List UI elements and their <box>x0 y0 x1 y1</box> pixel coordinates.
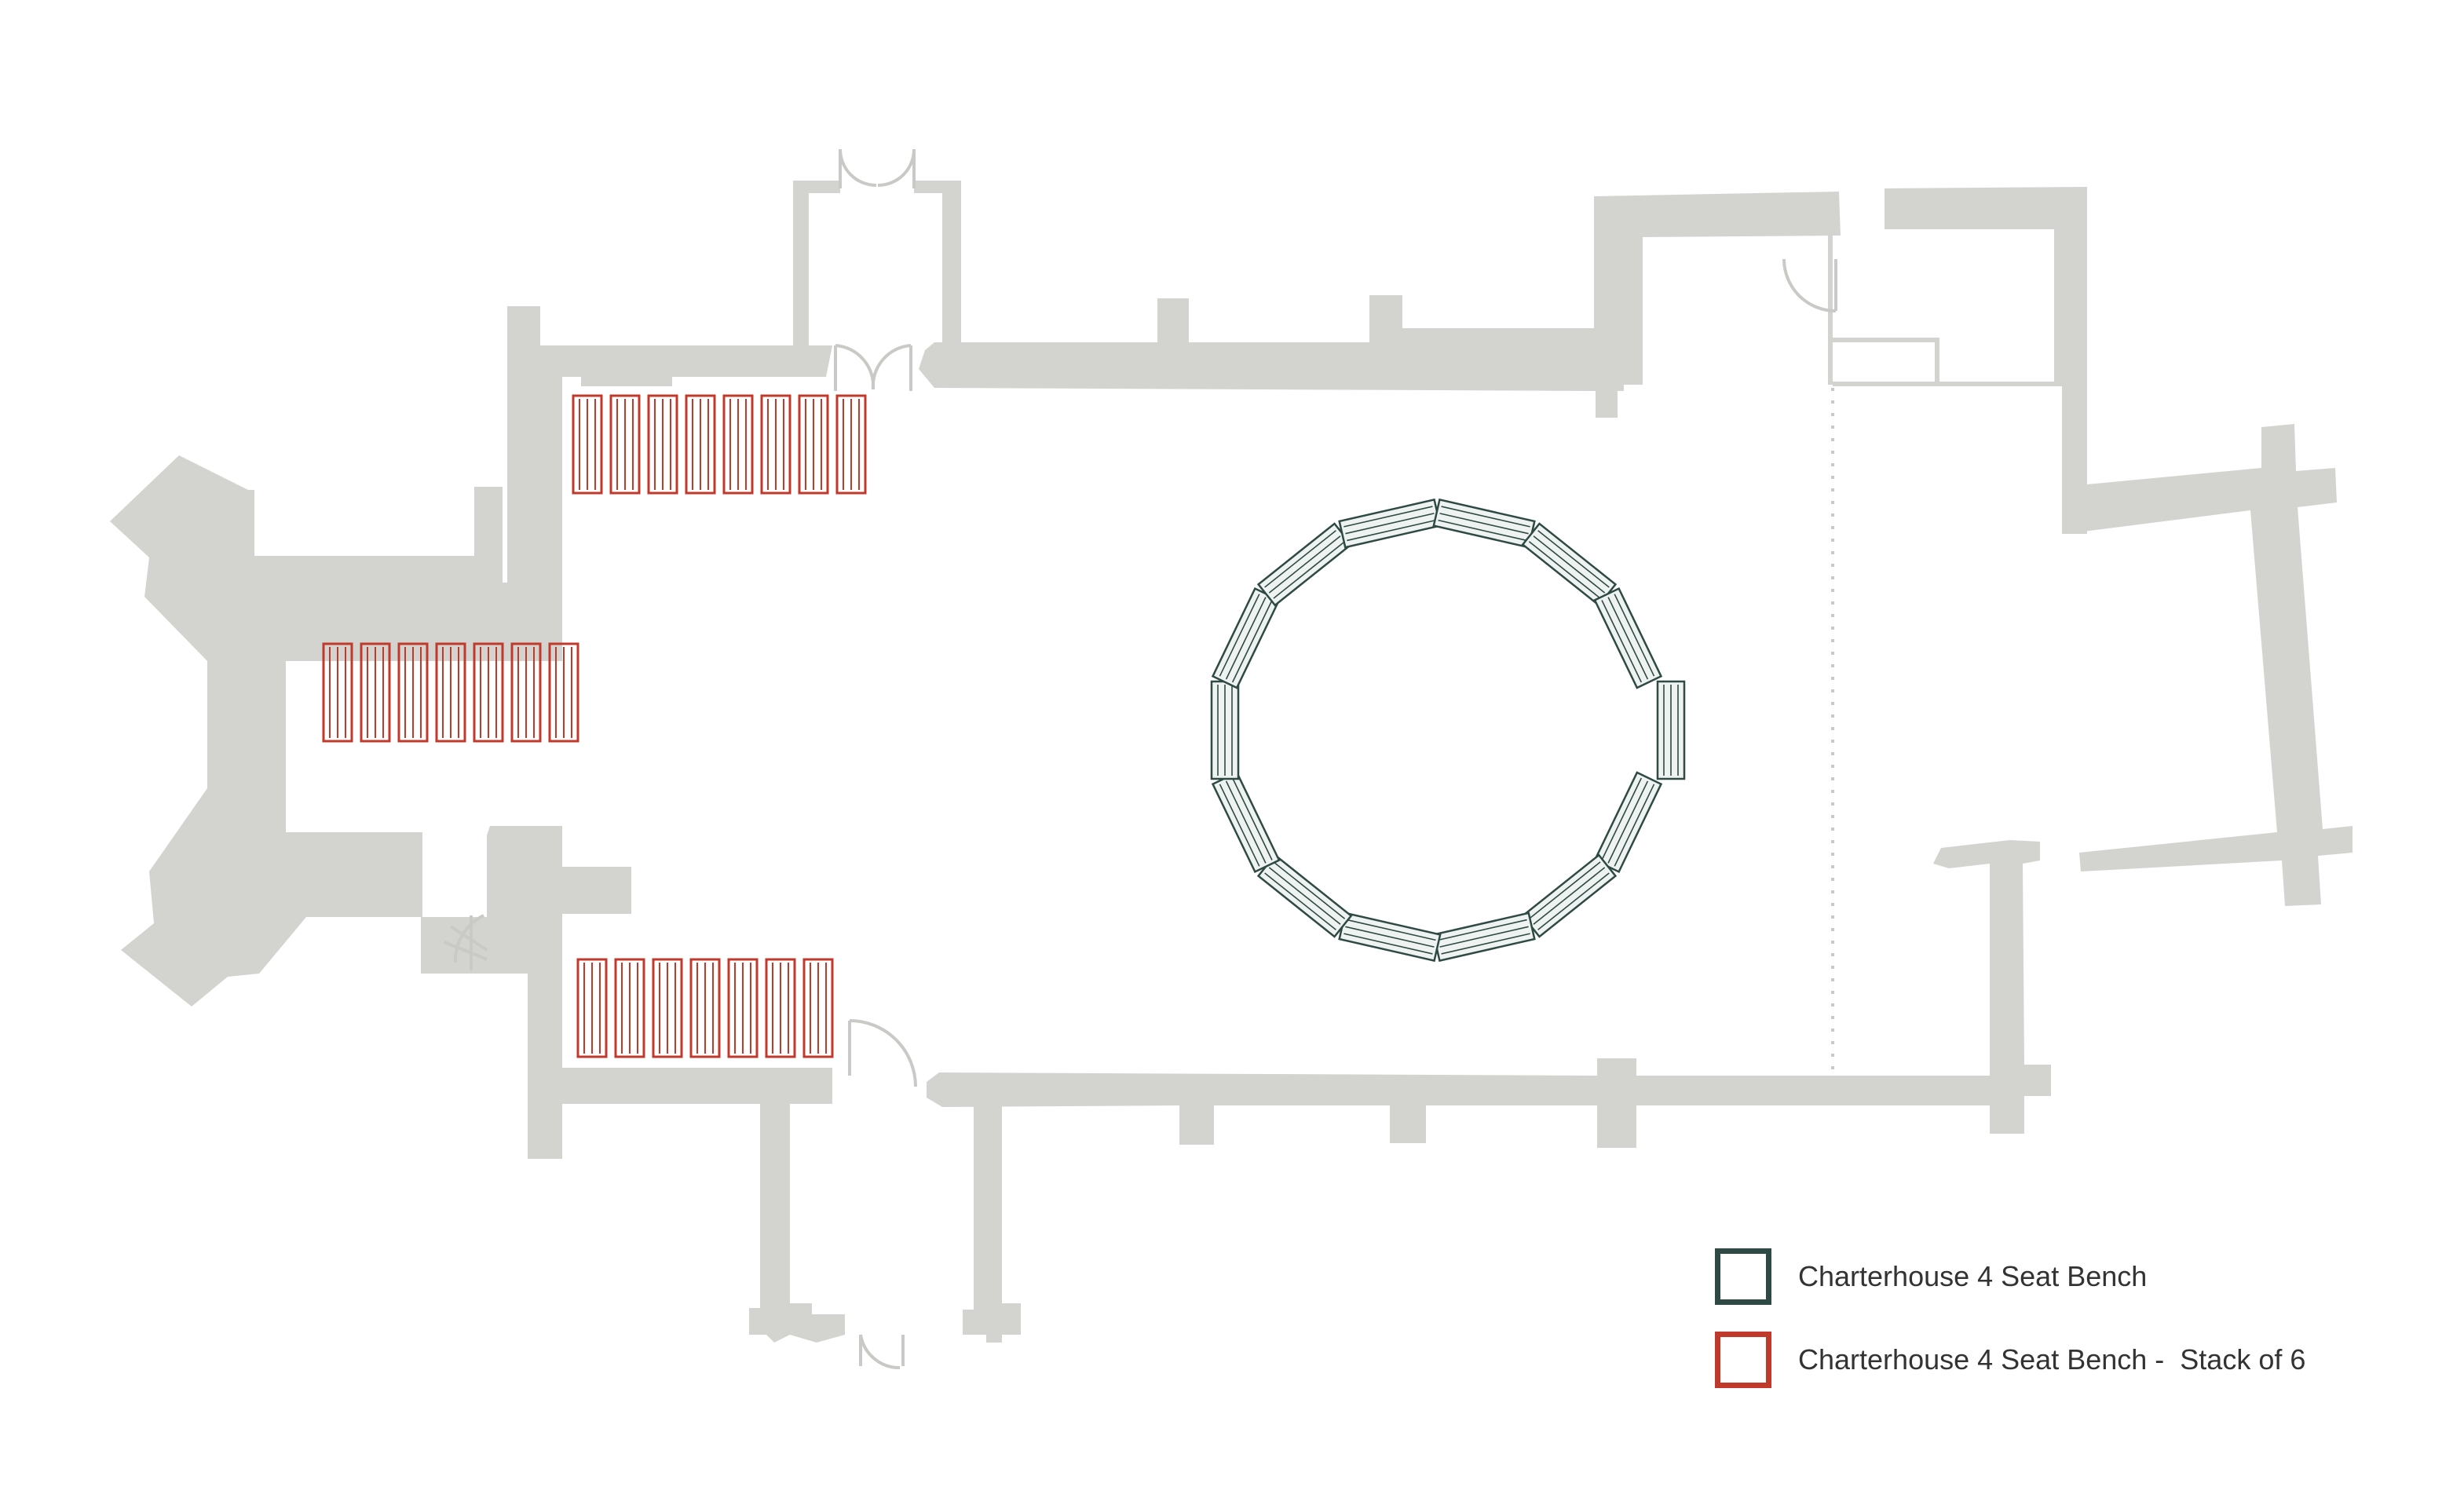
stacked-bench <box>510 642 542 743</box>
north-nave-wall <box>919 295 1624 418</box>
walls <box>110 181 2352 1343</box>
south-west-wall <box>421 826 832 1159</box>
bench-circle <box>1210 498 1686 963</box>
stacked-bench <box>548 642 579 743</box>
single-bench <box>1211 586 1281 689</box>
stacked-bench <box>835 394 867 495</box>
stacked-bench <box>802 958 834 1058</box>
east-chancel-north <box>2062 424 2352 906</box>
north-door-right-leaf <box>871 344 912 391</box>
stacked-bench <box>435 642 466 743</box>
north-west-wall <box>507 306 832 661</box>
single-bench <box>1432 912 1536 963</box>
stacked-bench <box>609 394 641 495</box>
stacked-bench <box>727 958 759 1058</box>
north-east-block <box>1885 187 2087 534</box>
doors <box>444 148 1837 1370</box>
single-bench <box>1211 771 1281 874</box>
legend-item-stack: Charterhouse 4 Seat Bench - Stack of 6 <box>1715 1328 2305 1391</box>
west-tower <box>110 455 562 1007</box>
stacked-bench <box>760 394 791 495</box>
stacked-bench <box>576 958 608 1058</box>
stacked-bench <box>689 958 721 1058</box>
north-porch-outer-door <box>839 148 916 188</box>
stacked-bench <box>722 394 754 495</box>
legend-label-bench: Charterhouse 4 Seat Bench <box>1798 1260 2148 1292</box>
north-door-left-leaf <box>834 344 876 391</box>
stack-group-middle-left <box>322 642 579 743</box>
single-bench <box>1256 522 1353 607</box>
legend-label-stack: Charterhouse 4 Seat Bench - Stack of 6 <box>1798 1343 2306 1376</box>
stacked-bench <box>322 642 353 743</box>
single-bench <box>1432 498 1536 549</box>
vestry-wall-d <box>1833 382 2060 386</box>
south-east-wall <box>1933 840 2051 1134</box>
south-porch-east <box>963 1099 1021 1343</box>
stacked-bench <box>652 958 683 1058</box>
single-bench <box>1338 912 1442 963</box>
stacked-bench <box>360 642 391 743</box>
stacked-bench <box>798 394 829 495</box>
legend-item-bench: Charterhouse 4 Seat Bench <box>1715 1245 2305 1308</box>
bench-stacks <box>322 394 867 1058</box>
stacked-bench <box>765 958 796 1058</box>
stacked-bench <box>614 958 645 1058</box>
single-bench <box>1256 853 1353 938</box>
single-bench <box>1338 498 1442 549</box>
north-porch-west <box>793 181 809 345</box>
stacked-bench <box>572 394 603 495</box>
legend: Charterhouse 4 Seat Bench Charterhouse 4… <box>1715 1245 2305 1412</box>
vestry-door <box>1782 258 1837 312</box>
south-porch-west <box>749 1096 845 1343</box>
single-bench <box>1656 680 1686 780</box>
north-porch-east <box>942 181 961 353</box>
single-bench <box>1593 771 1663 874</box>
vestry-wall-c <box>1935 338 1939 385</box>
north-chancel-wall <box>1594 192 1841 385</box>
single-bench <box>1521 522 1618 607</box>
north-porch-roof-e <box>914 181 961 193</box>
legend-swatch-red <box>1715 1332 1771 1388</box>
stacked-bench <box>473 642 504 743</box>
single-bench <box>1210 680 1240 780</box>
south-west-stair <box>444 914 488 970</box>
stacked-bench <box>685 394 716 495</box>
north-west-buttress <box>581 363 672 386</box>
south-nave-wall <box>927 1058 1991 1148</box>
single-bench <box>1593 586 1663 689</box>
vestry-wall-b <box>1833 338 1935 342</box>
single-bench <box>1521 853 1618 938</box>
stacked-bench <box>397 642 429 743</box>
south-porch-outer-door <box>859 1334 905 1370</box>
stack-group-top-left <box>572 394 867 495</box>
north-porch-roof-w <box>793 181 840 193</box>
stack-group-bottom-left <box>576 958 834 1058</box>
south-door-leaf <box>848 1019 917 1087</box>
legend-swatch-green <box>1715 1248 1771 1305</box>
stacked-bench <box>647 394 678 495</box>
